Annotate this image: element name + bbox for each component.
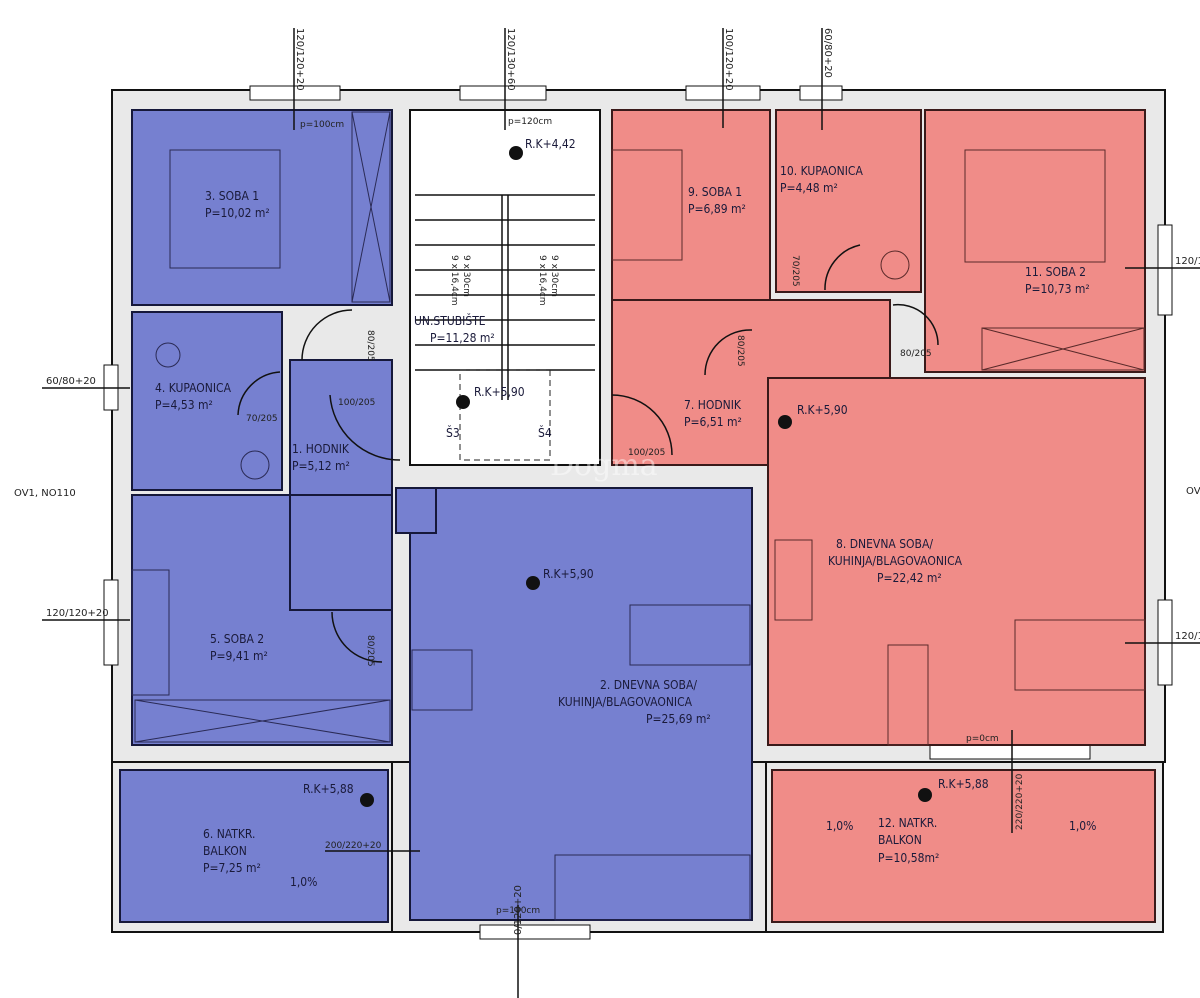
door-label: 80/205 [365, 635, 375, 667]
room-name-2: BALKON [878, 833, 922, 847]
door-label: 70/205 [246, 414, 278, 424]
room-name: 6. NATKR. [203, 827, 255, 841]
window [479, 924, 591, 940]
level-label: R.K+5,90 [543, 567, 594, 581]
window [249, 85, 341, 101]
stair-arrow-label: Š3 [446, 425, 460, 440]
room-name: 5. SOBA 2 [210, 632, 264, 646]
window [1157, 224, 1173, 316]
window-label: 120/1 [1175, 631, 1200, 642]
sill-label: p=0cm [966, 734, 999, 744]
stair-label: 9 x 16,4cm [537, 255, 547, 306]
sill-label: p=120cm [508, 117, 552, 127]
window-label: 120/120+20 [46, 608, 109, 619]
room-area: P=10,58m² [878, 851, 939, 865]
door-label: 100/205 [338, 398, 375, 408]
door-swings [237, 244, 939, 663]
room-name: 7. HODNIK [684, 398, 742, 412]
slope-label: 1,0% [1069, 819, 1096, 833]
stair-label: 9 x 16,4cm [449, 255, 459, 306]
window-label: 120/120+20 [294, 28, 305, 91]
window [103, 579, 119, 666]
window-label: 60/80+20 [46, 376, 96, 387]
room-area: P=6,51 m² [684, 415, 742, 429]
level-marker-icons [360, 146, 932, 807]
stair-steps [415, 194, 595, 400]
room-name: 9. SOBA 1 [688, 185, 742, 199]
window-label: 0/120+20 [513, 885, 524, 935]
level-label: R.K+4,42 [525, 137, 576, 151]
room-soba-2-b [924, 109, 1146, 373]
watermark-logo: Dogma [550, 448, 658, 483]
closet-a [395, 487, 437, 534]
room-balkon-b [771, 769, 1156, 923]
room-name: 11. SOBA 2 [1025, 265, 1086, 279]
level-label: R.K+5,88 [303, 782, 354, 796]
room-kupaonica-b [775, 109, 922, 293]
room-area: P=4,53 m² [155, 398, 213, 412]
room-area: P=10,73 m² [1025, 282, 1090, 296]
room-name: 10. KUPAONICA [780, 164, 863, 178]
stair-label: 9 x 30cm [549, 255, 559, 297]
sill-label: p=100cm [496, 906, 540, 916]
room-kupaonica-a [131, 311, 283, 491]
room-area: P=9,41 m² [210, 649, 268, 663]
room-balkon-a [119, 769, 389, 923]
level-label: R.K+5,90 [797, 403, 848, 417]
level-label: R.K+5,90 [474, 385, 525, 399]
door-label: 100/205 [628, 448, 665, 458]
window-label: OV [1186, 486, 1200, 497]
room-area: P=4,48 m² [780, 181, 838, 195]
level-label: R.K+5,88 [938, 777, 989, 791]
slope-label: 1,0% [826, 819, 853, 833]
window [459, 85, 547, 101]
room-name: 3. SOBA 1 [205, 189, 259, 203]
sill-label: p=100cm [300, 120, 344, 130]
window-label: 120/1 [1175, 256, 1200, 267]
room-name: UN.STUBIŠTE [414, 313, 486, 328]
room-name-2: KUHINJA/BLAGOVAONICA [828, 554, 963, 568]
door-label: 80/205 [735, 335, 745, 367]
door-label: 70/205 [790, 255, 800, 287]
room-area: P=5,12 m² [292, 459, 350, 473]
room-name: 1. HODNIK [292, 442, 350, 456]
room-stairwell [409, 109, 601, 466]
room-dnevna-b [767, 377, 1146, 746]
furniture-b [611, 149, 1146, 746]
door-label: 200/220+20 [325, 841, 382, 851]
room-area: P=25,69 m² [646, 712, 711, 726]
landing-outline [459, 369, 551, 461]
room-area: P=11,28 m² [430, 331, 495, 345]
room-area: P=7,25 m² [203, 861, 261, 875]
room-soba-1-a [131, 109, 393, 306]
room-area: P=6,89 m² [688, 202, 746, 216]
annotation-lines [42, 28, 1200, 998]
room-area: P=22,42 m² [877, 571, 942, 585]
window-label: 60/80+20 [822, 28, 833, 78]
room-area: P=10,02 m² [205, 206, 270, 220]
furniture-a [131, 111, 751, 921]
slope-label: 1,0% [290, 875, 317, 889]
room-name: 2. DNEVNA SOBA/ [600, 678, 697, 692]
window-label: OV1, NO110 [14, 488, 76, 499]
door-label: 220/220+20 [1015, 773, 1025, 830]
stair-arrow-label: Š4 [538, 425, 552, 440]
door-label: 80/205 [365, 330, 375, 362]
room-name-2: BALKON [203, 844, 247, 858]
room-name: 8. DNEVNA SOBA/ [836, 537, 933, 551]
window [799, 85, 843, 101]
window-label: 120/130+60 [505, 28, 516, 91]
room-name: 4. KUPAONICA [155, 381, 232, 395]
stair-label: 9 x 30cm [461, 255, 471, 297]
window-label: 100/120+20 [723, 28, 734, 91]
balcony-door [929, 744, 1091, 760]
room-dnevna-a [409, 487, 753, 921]
door-label: 80/205 [900, 349, 932, 359]
room-name-2: KUHINJA/BLAGOVAONICA [558, 695, 693, 709]
room-hodnik-a-lower [289, 494, 393, 611]
room-name: 12. NATKR. [878, 816, 937, 830]
